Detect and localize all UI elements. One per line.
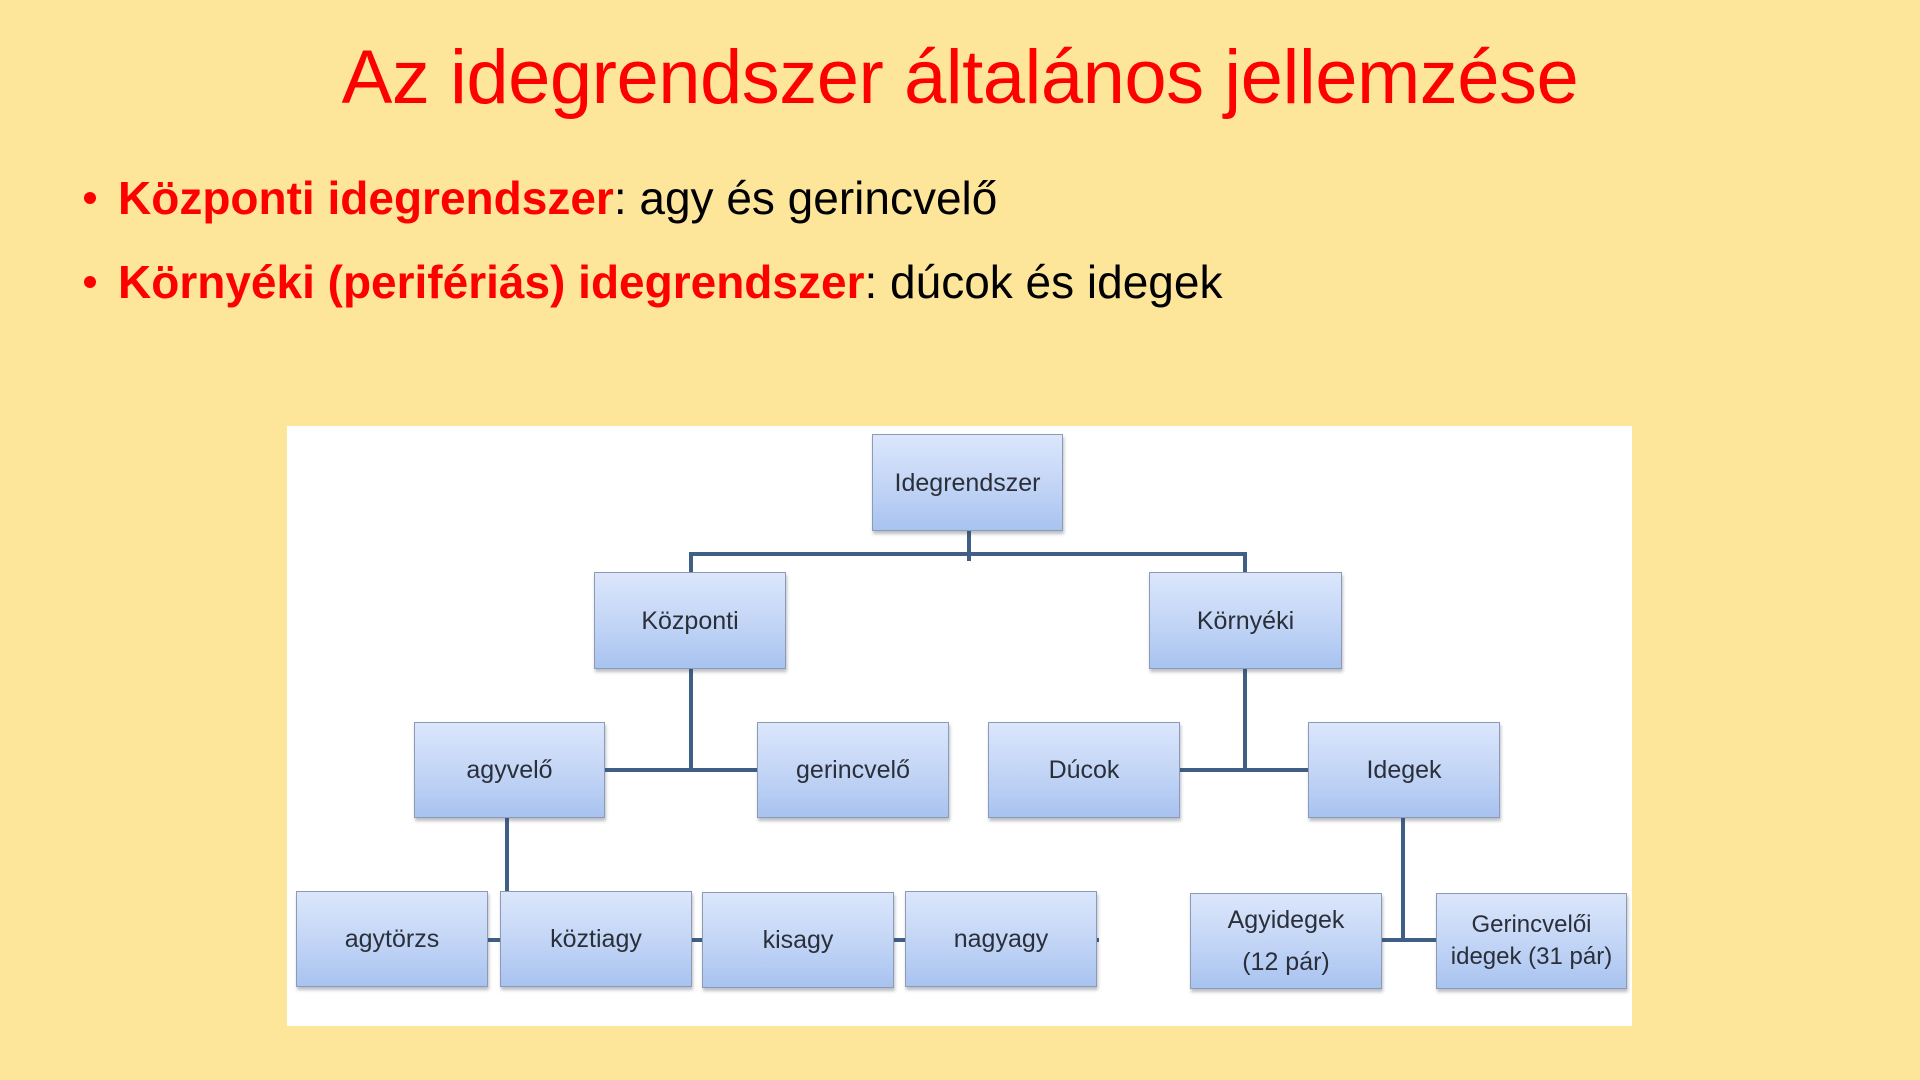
node-label: Központi: [641, 606, 739, 635]
node-ducok: Dúcok: [988, 722, 1180, 818]
node-koztiagy: köztiagy: [500, 891, 692, 987]
bullet-list: Központi idegrendszer: agy és gerincvelő…: [82, 170, 1222, 338]
node-label-line2: idegek (31 pár): [1450, 943, 1613, 970]
connector-brain-spinal-bar: [605, 768, 757, 772]
node-label: agytörzs: [344, 925, 440, 953]
connector-root-down: [967, 531, 971, 561]
node-gerincveloi-idegek: Gerincvelői idegek (31 pár): [1436, 893, 1627, 989]
node-label: Idegrendszer: [894, 468, 1041, 497]
node-label-line1: Agyidegek: [1227, 906, 1345, 934]
node-kisagy: kisagy: [702, 892, 894, 988]
node-label: Idegek: [1366, 756, 1442, 784]
connector-level1-bar: [689, 552, 1247, 556]
connector-peripheral-down: [1243, 669, 1247, 771]
node-label: Dúcok: [1048, 756, 1120, 784]
node-agyvelo: agyvelő: [414, 722, 605, 818]
bullet-term: Környéki (perifériás) idegrendszer: [118, 256, 865, 308]
node-label: gerincvelő: [796, 756, 910, 784]
bullet-separator: :: [864, 256, 878, 308]
node-kozponti: Központi: [594, 572, 786, 669]
bullet-description: agy és gerincvelő: [626, 172, 998, 224]
node-nagyagy: nagyagy: [905, 891, 1097, 987]
node-label-line1: Gerincvelői: [1471, 911, 1592, 938]
connector-to-central: [689, 552, 693, 572]
connector-nerves-down: [1401, 818, 1405, 942]
node-agyidegek: Agyidegek (12 pár): [1190, 893, 1382, 989]
bullet-peripheral-nervous-system: Környéki (perifériás) idegrendszer: dúco…: [82, 254, 1222, 338]
slide-title: Az idegrendszer általános jellemzése: [341, 35, 1579, 120]
node-label: kisagy: [762, 926, 834, 954]
node-label: köztiagy: [550, 925, 642, 953]
bullet-term: Központi idegrendszer: [118, 172, 614, 224]
nervous-system-hierarchy-diagram: Idegrendszer Központi Környéki agyvelő g…: [287, 426, 1632, 1026]
node-idegrendszer: Idegrendszer: [872, 434, 1063, 531]
node-label: agyvelő: [466, 756, 553, 784]
connector-ganglia-nerves-bar: [1180, 768, 1308, 772]
bullet-description: dúcok és idegek: [877, 256, 1223, 308]
connector-brain-down: [505, 818, 509, 892]
bullet-dot-icon: [84, 192, 96, 204]
connector-to-peripheral: [1243, 552, 1247, 572]
bullet-central-nervous-system: Központi idegrendszer: agy és gerincvelő: [82, 170, 1222, 254]
node-kornyeki: Környéki: [1149, 572, 1342, 669]
bullet-dot-icon: [84, 276, 96, 288]
node-label: nagyagy: [953, 925, 1049, 953]
connector-nerve-types-bar: [1381, 938, 1437, 942]
node-gerincvelo: gerincvelő: [757, 722, 949, 818]
bullet-separator: :: [613, 172, 627, 224]
node-label-line2: (12 pár): [1242, 948, 1330, 976]
node-label: Környéki: [1196, 606, 1295, 635]
node-idegek: Idegek: [1308, 722, 1500, 818]
connector-central-down: [689, 669, 693, 771]
node-agytorzs: agytörzs: [296, 891, 488, 987]
